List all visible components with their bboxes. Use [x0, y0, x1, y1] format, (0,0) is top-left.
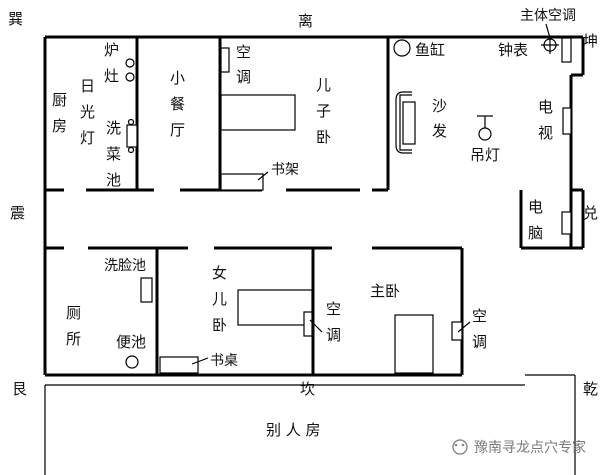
direction-li: 离 [298, 12, 313, 30]
direction-kun: 坤 [583, 32, 598, 50]
sink-label-1: 洗 [106, 119, 121, 137]
master-ac-icon [451, 321, 463, 341]
dining-label-2: 餐 [170, 95, 185, 113]
dining-label-3: 厅 [170, 121, 185, 139]
washbasin-icon [140, 277, 153, 303]
bookshelf-icon [220, 173, 264, 191]
master-bed-icon [394, 314, 434, 374]
tv-label-1: 电 [538, 98, 553, 116]
fluorescent-lamp-3: 灯 [80, 129, 95, 147]
sofa-label-2: 发 [432, 122, 447, 140]
kitchen-label-1: 厨 [52, 91, 67, 109]
watermark: 豫南寻龙点穴专家 [452, 439, 586, 456]
daughter-label-3: 卧 [212, 316, 227, 334]
tv-label-2: 视 [538, 124, 553, 142]
clock-label: 钟表 [498, 41, 528, 59]
master-ac-label-1: 空 [472, 307, 487, 325]
toilet-room-label-1: 厕 [66, 304, 81, 322]
sofa-icon [399, 94, 412, 151]
main-ac-label: 主体空调 [520, 8, 576, 24]
main-ac-unit-icon [561, 37, 572, 63]
direction-zhen: 震 [10, 204, 25, 222]
daughter-label-2: 儿 [212, 290, 227, 308]
fluorescent-lamp-2: 光 [80, 103, 95, 121]
daughter-ac-label-2: 调 [326, 326, 341, 344]
outer-walls [43, 35, 585, 377]
desk-label: 书桌 [210, 353, 238, 369]
son-bedroom: 空 调 儿 子 卧 书架 [220, 43, 331, 191]
kitchen-room: 厨 房 日 光 灯 炉 灶 洗 菜 池 [52, 41, 138, 189]
direction-dui: 兑 [583, 204, 598, 222]
watermark-text: 豫南寻龙点穴专家 [474, 439, 586, 456]
neighbor-house-outline [44, 374, 576, 475]
sofa-label-1: 沙 [432, 97, 447, 115]
fish-tank-icon [393, 39, 411, 57]
fish-tank-label: 鱼缸 [415, 41, 445, 59]
daughter-ac-icon [303, 311, 313, 337]
daughter-label-1: 女 [212, 264, 227, 282]
son-label-3: 卧 [316, 128, 331, 146]
daughter-bed-icon [237, 289, 313, 326]
computer-label-2: 脑 [528, 224, 543, 242]
neighbor-house-label: 别 人 房 [266, 421, 321, 439]
master-ac-label-2: 调 [472, 333, 487, 351]
master-bedroom-label: 主卧 [370, 282, 400, 300]
computer-nook: 电 脑 [528, 198, 572, 242]
desk-pointer [191, 357, 209, 365]
living-room: 鱼缸 钟表 主体空调 沙 发 吊灯 电 视 [393, 8, 576, 164]
stove-label-1: 炉 [104, 41, 119, 59]
son-ac-icon [220, 47, 230, 73]
son-label-1: 儿 [316, 76, 331, 94]
toilet-room-label-2: 所 [66, 330, 81, 348]
kitchen-label-2: 房 [52, 117, 67, 135]
toilet-room: 洗脸池 厕 所 便池 [66, 258, 153, 369]
direction-xun: 巽 [8, 10, 23, 28]
wechat-icon [452, 439, 468, 455]
faucet-icon [127, 118, 135, 126]
main-ac-pointer [545, 23, 551, 39]
bookshelf-pointer [257, 171, 269, 181]
sink-label-2: 菜 [106, 145, 121, 163]
desk-icon [159, 356, 199, 374]
daughter-bedroom: 女 儿 卧 空 调 书桌 [159, 264, 341, 374]
small-dining-room: 小 餐 厅 [170, 69, 185, 139]
son-ac-label-1: 空 [236, 43, 251, 61]
direction-gen: 艮 [12, 380, 27, 398]
direction-kan: 坎 [300, 380, 315, 398]
pendant-lamp-label: 吊灯 [470, 146, 500, 164]
master-bedroom: 主卧 空 调 [370, 282, 487, 374]
son-label-2: 子 [316, 102, 331, 120]
son-bed-icon [220, 94, 296, 131]
stove-burner-icon [125, 72, 135, 82]
computer-label-1: 电 [528, 198, 543, 216]
bookshelf-label: 书架 [271, 162, 299, 178]
tv-icon [562, 107, 572, 135]
stove-label-2: 灶 [104, 67, 119, 85]
dining-label-1: 小 [170, 69, 185, 87]
sink-label-3: 池 [106, 171, 121, 189]
direction-qian: 乾 [583, 380, 598, 398]
son-ac-label-2: 调 [236, 68, 251, 86]
toilet-icon [125, 355, 139, 369]
sink-basin-icon [126, 124, 138, 148]
fluorescent-lamp-1: 日 [80, 77, 95, 95]
faucet-icon [127, 146, 135, 154]
stove-burner-icon [125, 58, 135, 68]
toilet-label: 便池 [116, 333, 146, 351]
computer-icon [561, 211, 572, 235]
washbasin-label: 洗脸池 [104, 258, 146, 274]
daughter-ac-label-1: 空 [326, 300, 341, 318]
